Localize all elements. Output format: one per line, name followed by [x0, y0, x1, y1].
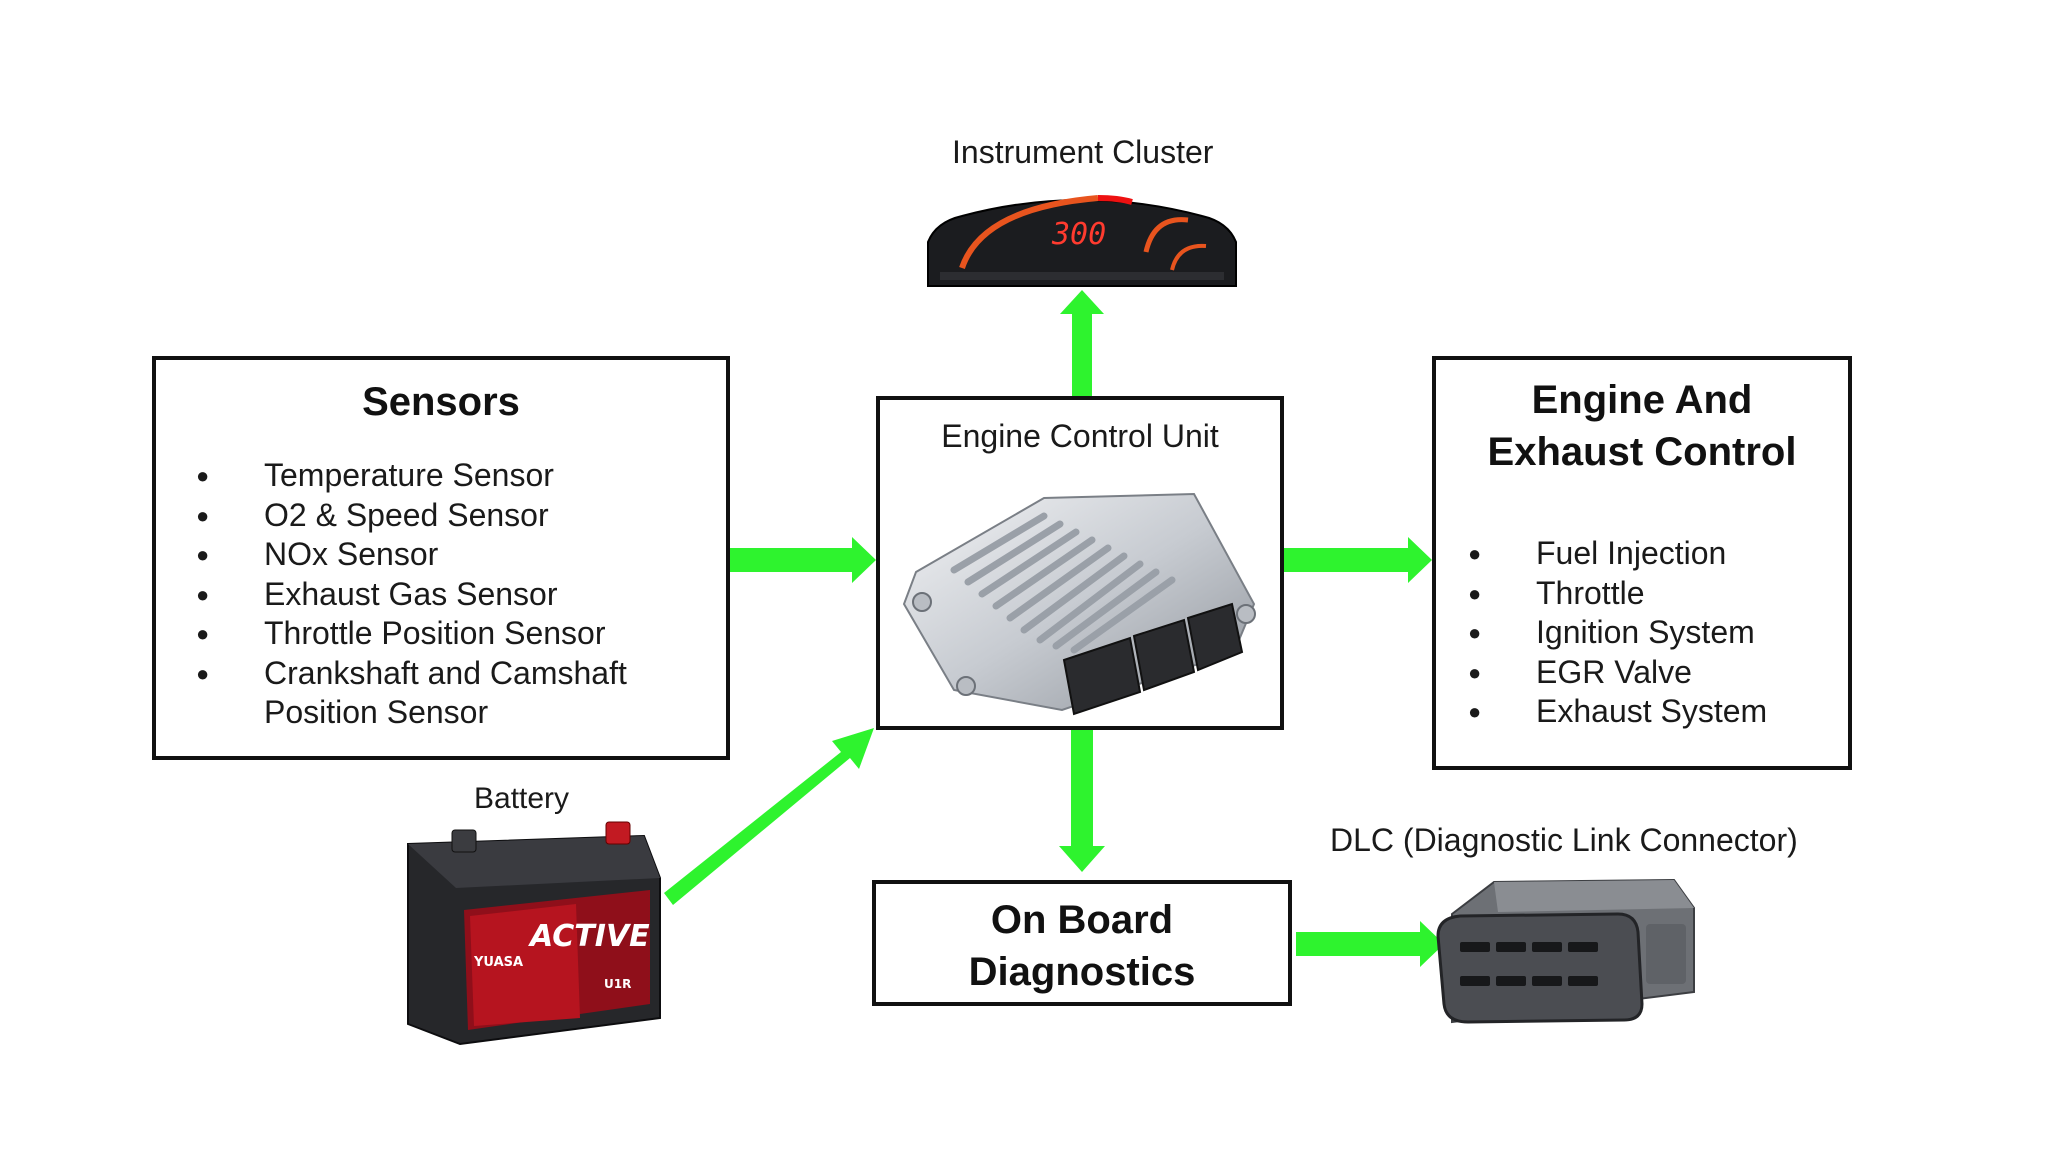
list-item: EGR Valve: [1428, 653, 1767, 693]
arrow-ecu-to-obd: [1059, 730, 1105, 872]
obd-title: On Board Diagnostics: [968, 898, 1196, 994]
obd-box: On Board Diagnostics: [872, 880, 1292, 1006]
sensors-box: Sensors Temperature Sensor O2 & Speed Se…: [152, 356, 730, 760]
list-item: Ignition System: [1428, 613, 1767, 653]
list-item: Throttle: [1428, 574, 1767, 614]
instrument-cluster-label: Instrument Cluster: [952, 134, 1214, 170]
arrow-sensors-to-ecu: [728, 537, 876, 583]
battery-product: ACTIVE: [528, 919, 650, 954]
obd-connector-icon: [1436, 878, 1695, 1024]
list-item: Exhaust Gas Sensor: [156, 575, 627, 615]
engine-exhaust-box: Engine And Exhaust Control Fuel Injectio…: [1432, 356, 1852, 770]
list-item: Crankshaft and Camshaft Position Sensor: [156, 654, 627, 733]
dlc-label: DLC (Diagnostic Link Connector): [1330, 822, 1798, 858]
arrow-battery-to-ecu: [664, 728, 874, 905]
battery-label: Battery: [474, 782, 570, 815]
arrow-ecu-to-instrument-cluster: [1060, 290, 1104, 396]
cluster-speed-readout: 300: [1051, 217, 1106, 252]
list-item: NOx Sensor: [156, 535, 627, 575]
ecu-label: Engine Control Unit: [941, 418, 1219, 454]
arrow-ecu-to-engine-exhaust: [1284, 537, 1432, 583]
list-item: Throttle Position Sensor: [156, 614, 627, 654]
ecu-box: Engine Control Unit: [876, 396, 1284, 730]
list-item: O2 & Speed Sensor: [156, 496, 627, 536]
list-item: Exhaust System: [1428, 692, 1767, 732]
instrument-cluster-icon: 300: [927, 195, 1237, 287]
list-item: Temperature Sensor: [156, 456, 627, 496]
battery-model: U1R: [604, 977, 631, 991]
arrow-obd-to-dlc: [1296, 921, 1444, 967]
list-item: Fuel Injection: [1428, 534, 1767, 574]
ecu-module-icon: [902, 492, 1256, 716]
engine-exhaust-title: Engine And Exhaust Control: [1487, 378, 1797, 474]
engine-exhaust-list: Fuel Injection Throttle Ignition System …: [1428, 534, 1767, 732]
car-battery-icon: YUASA ACTIVE U1R: [407, 821, 661, 1046]
battery-brand: YUASA: [473, 955, 523, 970]
sensors-list: Temperature Sensor O2 & Speed Sensor NOx…: [156, 456, 627, 733]
sensors-title: Sensors: [362, 380, 520, 424]
